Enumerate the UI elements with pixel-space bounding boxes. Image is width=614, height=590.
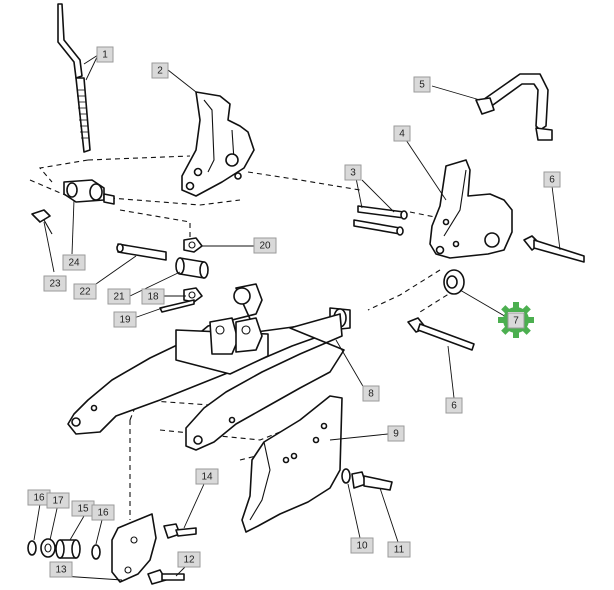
svg-text:6: 6 [549,175,555,186]
callout-3[interactable]: 3 [344,164,362,181]
part-9-shoe-plate[interactable] [241,395,343,533]
part-5-tube[interactable] [475,73,553,141]
part-6-bolt-lower[interactable] [407,317,475,351]
callout-18[interactable]: 18 [141,288,165,305]
svg-text:6: 6 [451,401,457,412]
svg-text:11: 11 [394,545,405,556]
part-1-adjusting-rod[interactable] [57,3,91,153]
svg-text:20: 20 [259,241,271,252]
callout-9[interactable]: 9 [387,425,405,442]
svg-text:17: 17 [52,496,64,507]
part-16-washer-right[interactable] [91,544,101,560]
svg-text:18: 18 [147,292,159,303]
svg-text:8: 8 [368,389,374,400]
part-24-trunnion[interactable] [63,179,115,205]
svg-text:10: 10 [356,541,368,552]
part-12-bolt[interactable] [147,569,185,585]
svg-text:5: 5 [419,80,425,91]
callout-16-right[interactable]: 16 [91,504,115,521]
part-11-bolt[interactable] [351,471,393,491]
part-16-washer-left[interactable] [27,540,37,556]
part-14-bolt[interactable] [163,523,197,539]
svg-text:9: 9 [393,429,399,440]
callout-8[interactable]: 8 [362,385,380,402]
svg-text:21: 21 [113,292,125,303]
part-2-bracket[interactable] [181,91,255,197]
part-19-bolt[interactable] [159,299,195,313]
part-22-pin[interactable] [116,243,167,261]
callout-11[interactable]: 11 [387,541,411,558]
callout-13[interactable]: 13 [49,561,73,578]
callout-19[interactable]: 19 [113,311,137,328]
callout-5[interactable]: 5 [413,76,431,93]
callout-10[interactable]: 10 [350,537,374,554]
callout-7[interactable]: 7 [507,312,525,329]
part-23-bolt[interactable] [31,209,53,235]
svg-text:14: 14 [201,472,213,483]
callout-16-left[interactable]: 16 [27,489,51,506]
callout-23[interactable]: 23 [43,275,67,292]
part-20-nut[interactable] [183,237,203,253]
part-10-washer[interactable] [341,468,351,484]
callout-2[interactable]: 2 [151,62,169,79]
callout-12[interactable]: 12 [177,551,201,568]
svg-text:15: 15 [77,504,89,515]
svg-text:2: 2 [157,66,163,77]
svg-text:24: 24 [68,258,80,269]
svg-text:1: 1 [102,50,108,61]
callout-15[interactable]: 15 [71,500,95,517]
callout-14[interactable]: 14 [195,468,219,485]
callout-24[interactable]: 24 [62,254,86,271]
part-7-bushing[interactable] [443,269,465,295]
callout-22[interactable]: 22 [73,283,97,300]
svg-text:16: 16 [97,508,109,519]
svg-text:23: 23 [49,279,61,290]
svg-text:12: 12 [183,555,195,566]
callout-6-lower[interactable]: 6 [445,397,463,414]
callout-21[interactable]: 21 [107,288,131,305]
leader-lines [33,54,561,581]
svg-text:7: 7 [513,316,519,327]
svg-text:22: 22 [79,287,91,298]
part-4-side-plate[interactable] [429,159,513,259]
part-21-spacer[interactable] [175,257,209,279]
svg-text:19: 19 [119,315,131,326]
svg-text:3: 3 [350,168,356,179]
part-13-bracket-plate[interactable] [111,513,157,583]
callout-1[interactable]: 1 [96,46,114,63]
callout-20[interactable]: 20 [253,237,277,254]
part-18-nut[interactable] [183,287,203,303]
part-15-bushing[interactable] [55,539,81,559]
part-17-washer[interactable] [40,538,56,558]
part-8-lift-arm-frame[interactable] [67,283,351,451]
callout-17[interactable]: 17 [46,492,70,509]
svg-text:4: 4 [399,129,405,140]
part-6-bolt-upper[interactable] [523,235,585,263]
callout-6-upper[interactable]: 6 [543,171,561,188]
part-3-pins[interactable] [353,205,408,236]
callout-4[interactable]: 4 [393,125,411,142]
svg-text:16: 16 [33,493,45,504]
svg-text:13: 13 [55,565,67,576]
